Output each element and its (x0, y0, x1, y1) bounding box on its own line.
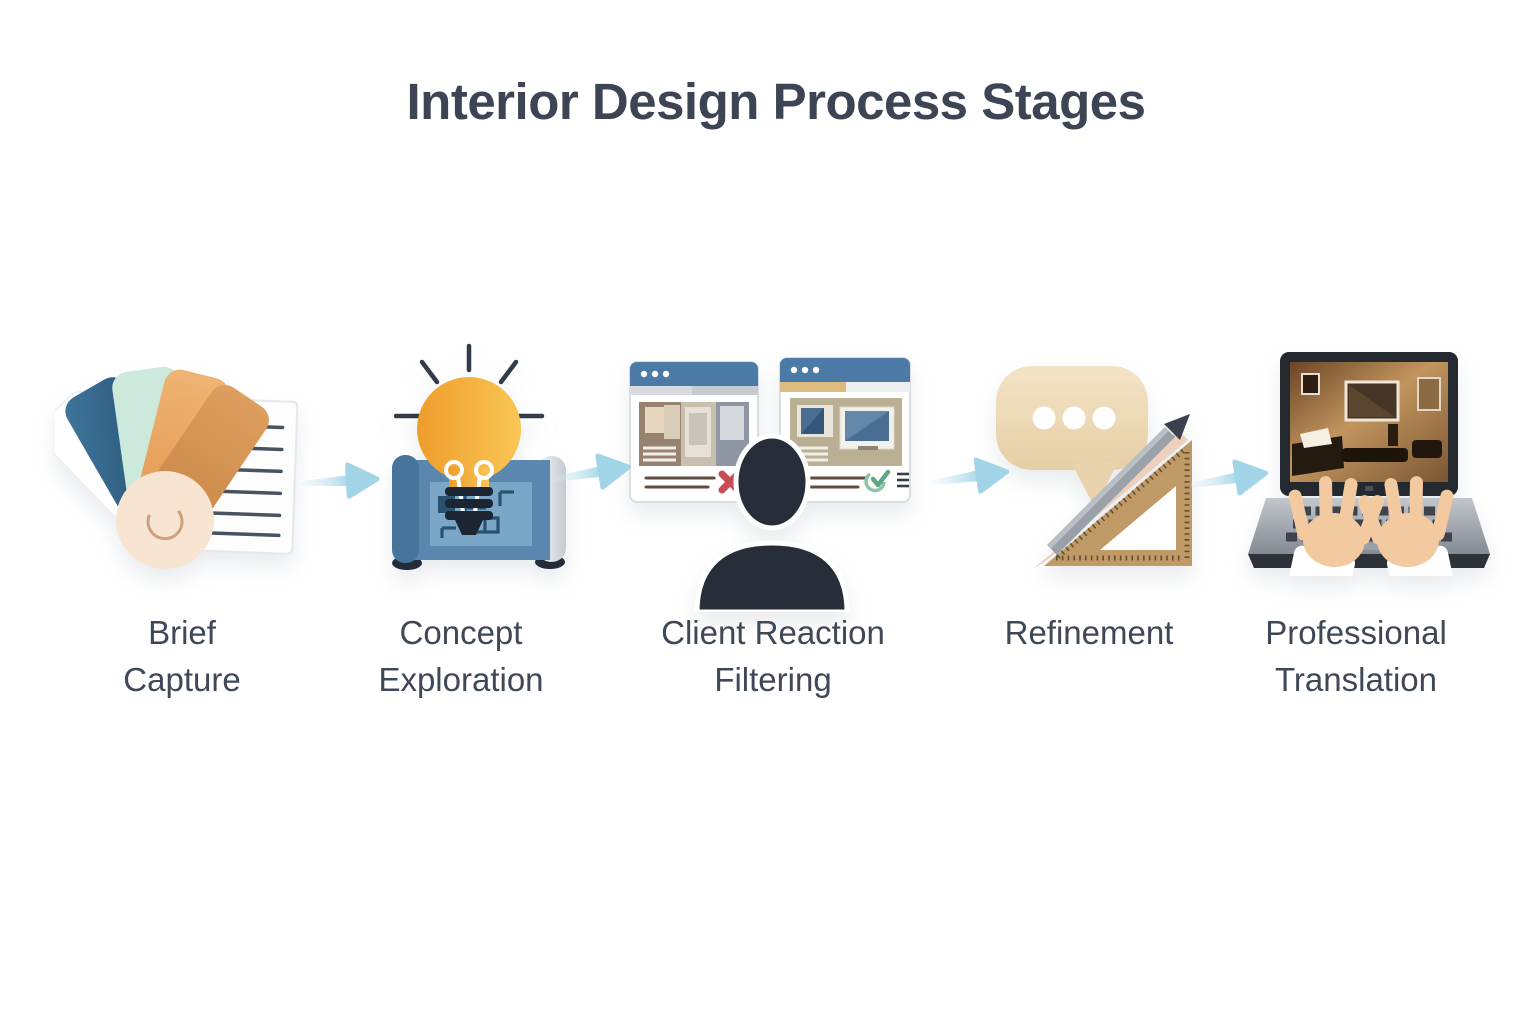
flow-arrow-3 (923, 440, 1015, 513)
lightbulb (417, 377, 521, 535)
brief-capture-icon (55, 352, 310, 587)
hands-typing-laptop-interior-render-icon (1248, 352, 1490, 576)
stage-label-refinement: Refinement (1004, 614, 1174, 651)
flow-arrow-1 (295, 448, 382, 514)
speech-bubble (996, 366, 1148, 508)
laptop-screen (1280, 352, 1458, 496)
rejected-option-window (629, 361, 759, 503)
refinement-icon (982, 352, 1217, 580)
stage-label-client-reaction-filtering: Client Reaction Filtering (661, 614, 885, 698)
stage-label-concept-exploration: Concept Exploration (378, 614, 544, 698)
client-silhouette-comparing-two-design-windows-icon (629, 357, 911, 612)
pencil (1034, 414, 1190, 568)
professional-translation-icon (1242, 348, 1492, 576)
stage-label-brief-capture: Brief Capture (123, 614, 241, 698)
idea-rays (393, 343, 545, 419)
speech-bubble-set-square-pencil-icon (996, 366, 1192, 568)
flow-arrow-4 (1182, 442, 1275, 516)
approve-check-icon (864, 469, 891, 493)
concept-exploration-icon (352, 332, 587, 582)
color-swatch-fan (55, 366, 269, 569)
lightbulb-over-blueprint-scroll-icon (392, 343, 566, 570)
client-reaction-filtering-icon (612, 350, 927, 612)
client-silhouette (694, 433, 850, 612)
set-square-ruler (1044, 440, 1192, 566)
flow-arrow-2 (545, 436, 638, 510)
color-swatch-fan-and-brief-document-icon (55, 366, 299, 569)
approved-option-window (779, 357, 911, 503)
stage-label-professional-translation: Professional Translation (1265, 614, 1447, 698)
page-title: Interior Design Process Stages (406, 73, 1146, 130)
